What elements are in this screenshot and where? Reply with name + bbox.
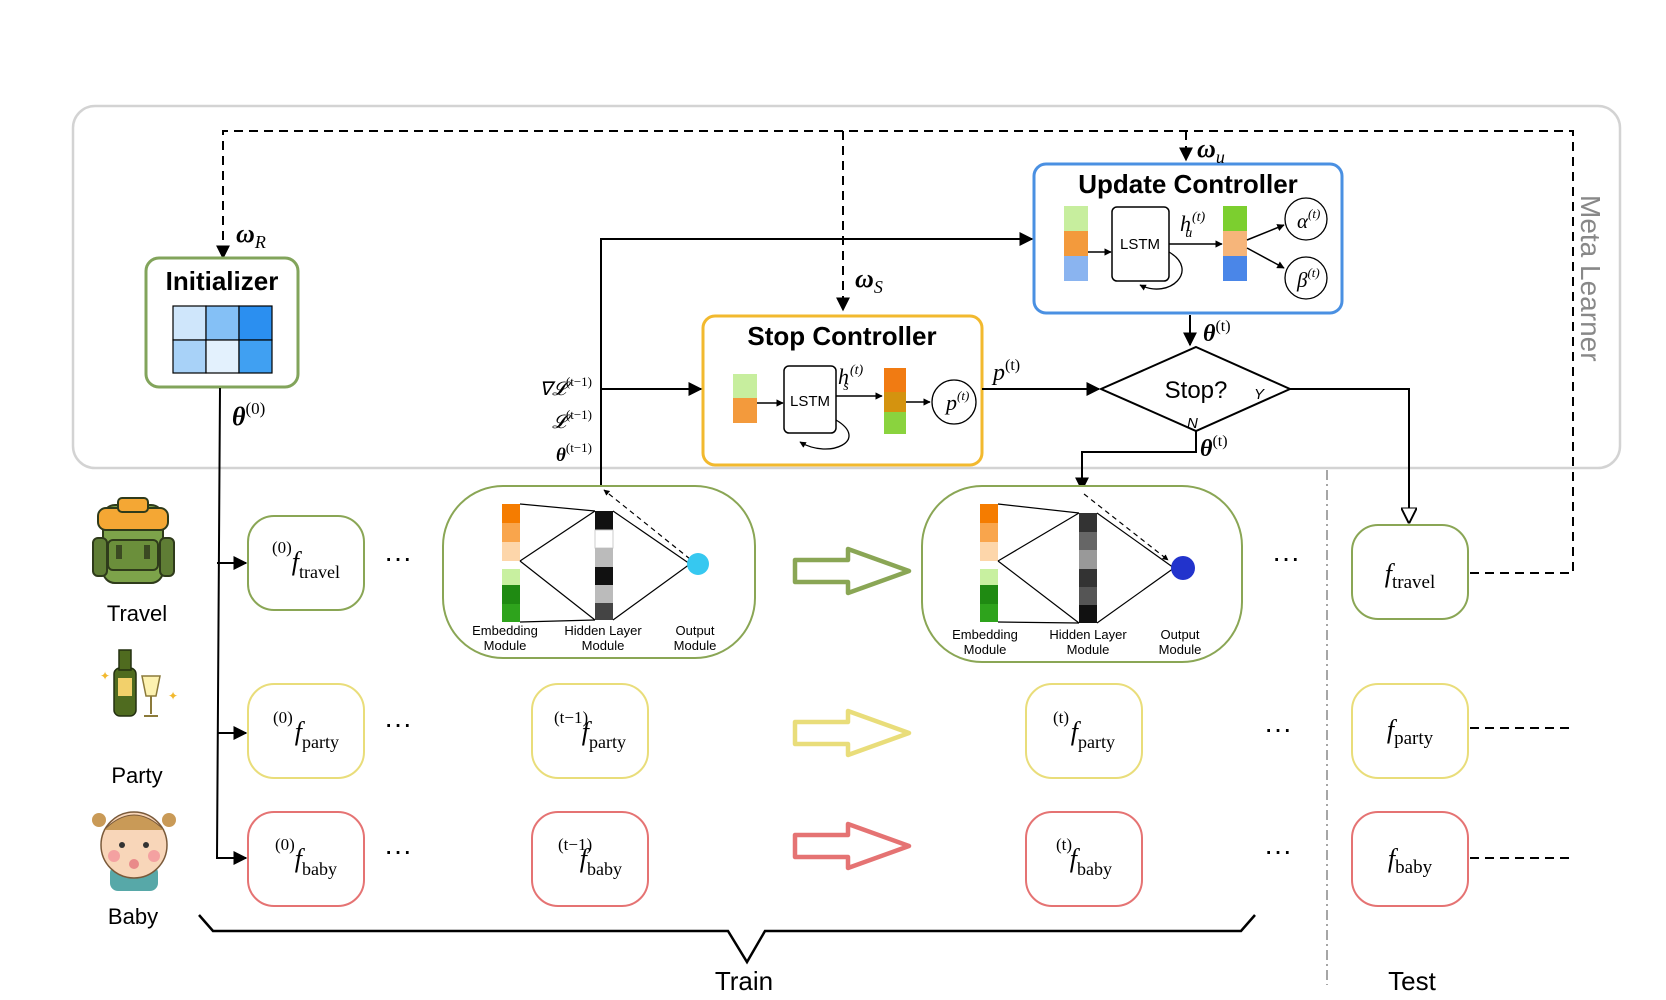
omega-s-label: ωS — [855, 264, 883, 297]
initializer-title: Initializer — [166, 266, 279, 296]
progress-arrow-party — [792, 708, 912, 758]
stop-decision-label: Stop? — [1165, 377, 1228, 404]
grad-loss-input: ∇𝓛(t−1) — [539, 374, 592, 400]
svg-text:fbaby(t−1): fbaby(t−1) — [558, 835, 622, 879]
baby-icon — [92, 811, 176, 891]
learner-prev-party: fparty(t−1) — [531, 683, 649, 779]
theta-0-label: θ(0) — [232, 399, 265, 431]
learner-f0-party: fparty(0) — [247, 683, 365, 779]
champagne-icon: ✦ ✦ — [100, 649, 178, 717]
svg-text:fbaby(0): fbaby(0) — [275, 835, 337, 879]
loss-input: 𝓛(t−1) — [552, 407, 592, 433]
update-controller-title: Update Controller — [1078, 169, 1298, 199]
backpack-icon — [92, 497, 175, 584]
meta-learner-label: Meta Learner — [1575, 195, 1606, 362]
svg-text:fparty(t): fparty(t) — [1053, 708, 1115, 752]
initializer-box: Initializer — [144, 256, 300, 389]
ellipsis-party-2: ··· — [1264, 713, 1292, 744]
alpha-label: α(t) — [1297, 206, 1320, 233]
output-node-current — [1171, 556, 1195, 580]
svg-text:fparty(t−1): fparty(t−1) — [554, 708, 626, 752]
stop-controller-box: Stop Controller LSTM h(t)s p(t) — [701, 314, 984, 467]
decision-arrows — [982, 315, 1409, 522]
stop-no-label: N — [1187, 415, 1198, 432]
task-label-party: Party — [111, 763, 162, 788]
progress-arrow-travel — [792, 546, 912, 596]
train-label: Train — [715, 966, 773, 996]
initializer-grid — [172, 305, 273, 374]
svg-text:✦: ✦ — [168, 689, 178, 703]
embedding-module-label: Embedding — [472, 623, 538, 638]
beta-label: β(t) — [1296, 265, 1320, 292]
learner-f0-travel: ftravel(0) — [247, 515, 365, 611]
learner-final-baby: fbaby — [1351, 811, 1469, 907]
learner-current-baby: fbaby(t) — [1025, 811, 1143, 907]
theta-t-update-label: θ(t) — [1203, 318, 1231, 347]
svg-text:fparty(0): fparty(0) — [273, 708, 339, 752]
svg-text:fbaby(t): fbaby(t) — [1056, 835, 1112, 879]
learner-final-party: fparty — [1351, 683, 1469, 779]
svg-text:✦: ✦ — [100, 669, 110, 683]
learner-current-party: fparty(t) — [1025, 683, 1143, 779]
ellipsis-travel-1: ··· — [384, 542, 412, 573]
stop-yes-label: Y — [1254, 386, 1265, 403]
output-node-prev — [687, 553, 709, 575]
stop-prob-node — [931, 379, 977, 425]
meta-feedback-lines — [216, 130, 1574, 859]
hidden-module-label: Hidden Layer — [564, 623, 642, 638]
learner-prev-baby: fbaby(t−1) — [531, 811, 649, 907]
learner-final-travel: ftravel — [1351, 524, 1469, 620]
meta-learner-region — [71, 104, 1622, 470]
controller-inputs — [600, 232, 1034, 492]
ellipsis-travel-2: ··· — [1272, 542, 1300, 573]
stop-prob-label: p(t) — [944, 388, 969, 415]
stop-prob-edge-label: p(t) — [991, 357, 1020, 386]
learner-f0-baby: fbaby(0) — [247, 811, 365, 907]
beta-node — [1284, 256, 1328, 300]
stop-controller-title: Stop Controller — [747, 321, 936, 351]
update-lstm-label: LSTM — [1120, 236, 1160, 253]
train-brace — [198, 914, 1256, 965]
test-label: Test — [1388, 966, 1436, 996]
theta-t-continue-label: θ(t) — [1200, 433, 1228, 462]
ellipsis-baby-1: ··· — [384, 835, 412, 866]
svg-text:ftravel(0): ftravel(0) — [272, 538, 340, 582]
stop-lstm-label: LSTM — [790, 393, 830, 410]
alpha-node — [1284, 197, 1328, 241]
stop-lstm — [783, 365, 837, 434]
theta-input: θ(t−1) — [556, 440, 592, 466]
update-controller-box: Update Controller LSTM h(t)u α(t) β(t) — [1032, 162, 1344, 315]
ellipsis-party-1: ··· — [384, 708, 412, 739]
svg-text:ftravel: ftravel — [1385, 559, 1436, 593]
omega-u-label: ωu — [1197, 134, 1225, 167]
output-module-label: Output — [675, 623, 714, 638]
task-label-travel: Travel — [107, 601, 167, 626]
update-hidden-label: h(t)u — [1180, 210, 1206, 241]
svg-text:fparty: fparty — [1387, 715, 1434, 749]
svg-text:fbaby: fbaby — [1388, 844, 1433, 878]
stop-hidden-label: h(t)s — [838, 363, 864, 394]
init-bus — [215, 387, 248, 865]
ellipsis-baby-2: ··· — [1264, 835, 1292, 866]
task-label-baby: Baby — [108, 904, 158, 929]
progress-arrow-baby — [792, 821, 912, 871]
omega-r-label: ωR — [236, 219, 266, 252]
